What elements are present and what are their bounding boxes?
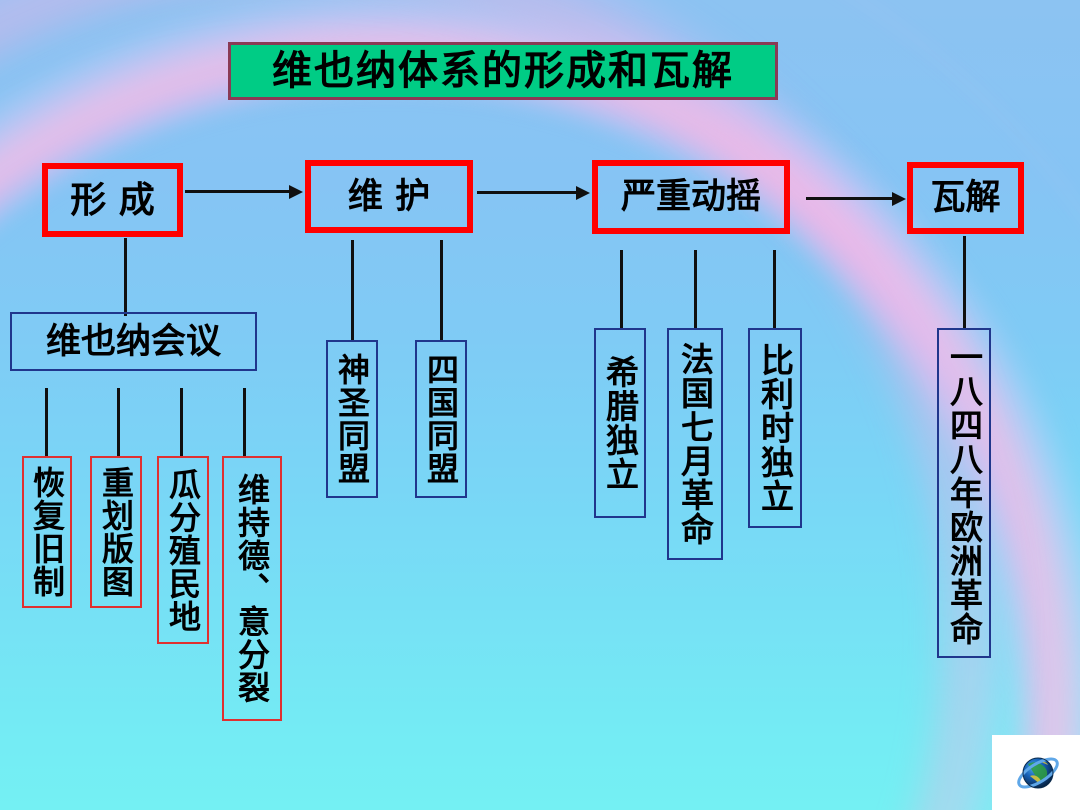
stage-label-severe-shaking: 严重动摇 [620,176,761,218]
page-title: 维也纳体系的形成和瓦解 [228,42,778,100]
alliance-label-1: 神圣同盟 [333,353,371,485]
alliance-label-2: 四国同盟 [422,353,460,485]
stage-box-formation[interactable]: 形 成 [42,163,183,237]
connector-congress-to-outcome-3 [180,388,183,456]
shaking-event-box-1[interactable]: 希腊独立 [594,328,646,518]
outcome-box-2[interactable]: 重划版图 [90,456,142,608]
arrow-shaft [185,190,291,193]
outcome-box-1[interactable]: 恢复旧制 [22,456,72,608]
stage-label-formation: 形 成 [70,178,155,221]
globe-icon [1017,757,1059,788]
congress-box[interactable]: 维也纳会议 [10,312,257,371]
alliance-box-1[interactable]: 神圣同盟 [326,340,378,498]
connector-congress-to-outcome-1 [45,388,48,456]
outcome-label-2: 重划版图 [97,466,135,598]
arrow-shaft [806,197,894,200]
collapse-event-box-1[interactable]: 一八四八年欧洲革命 [937,328,991,658]
connector-maintenance-to-alliance-1 [351,240,354,340]
connector-shaking-to-event-1 [620,250,623,328]
stage-label-collapse: 瓦解 [930,177,1001,219]
connector-formation-to-congress [124,238,127,316]
connector-congress-to-outcome-2 [117,388,120,456]
arrow-head [576,185,590,200]
outcome-label-4: 维持德、意分裂 [233,473,271,704]
shaking-event-label-1: 希腊独立 [600,355,640,491]
connector-maintenance-to-alliance-2 [440,240,443,340]
outcome-label-3: 瓜分殖民地 [164,467,202,633]
stage-box-maintenance[interactable]: 维 护 [305,160,473,233]
connector-shaking-to-event-3 [773,250,776,328]
outcome-box-4[interactable]: 维持德、意分裂 [222,456,282,721]
outcome-box-3[interactable]: 瓜分殖民地 [157,456,209,644]
congress-label: 维也纳会议 [45,320,221,362]
alliance-box-2[interactable]: 四国同盟 [415,340,467,498]
shaking-event-box-2[interactable]: 法国七月革命 [667,328,723,560]
arrow-severe-shaking-to-collapse [806,191,906,206]
globe-icon-container[interactable] [992,735,1080,810]
shaking-event-box-3[interactable]: 比利时独立 [748,328,802,528]
arrow-head [289,184,303,199]
stage-box-severe-shaking[interactable]: 严重动摇 [592,160,790,234]
collapse-event-label-1: 一八四八年欧洲革命 [944,340,984,646]
shaking-event-label-2: 法国七月革命 [675,342,715,546]
outcome-label-1: 恢复旧制 [28,466,66,598]
stage-label-maintenance: 维 护 [347,175,431,217]
connector-congress-to-outcome-4 [243,388,246,456]
connector-collapse-to-event-1 [963,236,966,328]
shaking-event-label-3: 比利时独立 [755,343,795,513]
arrow-formation-to-maintenance [185,184,303,199]
connector-shaking-to-event-2 [694,250,697,328]
arrow-shaft [477,191,578,194]
arrow-maintenance-to-severe-shaking [477,185,590,200]
page-title-text: 维也纳体系的形成和瓦解 [272,47,734,94]
stage-box-collapse[interactable]: 瓦解 [907,162,1024,234]
arrow-head [892,191,906,206]
